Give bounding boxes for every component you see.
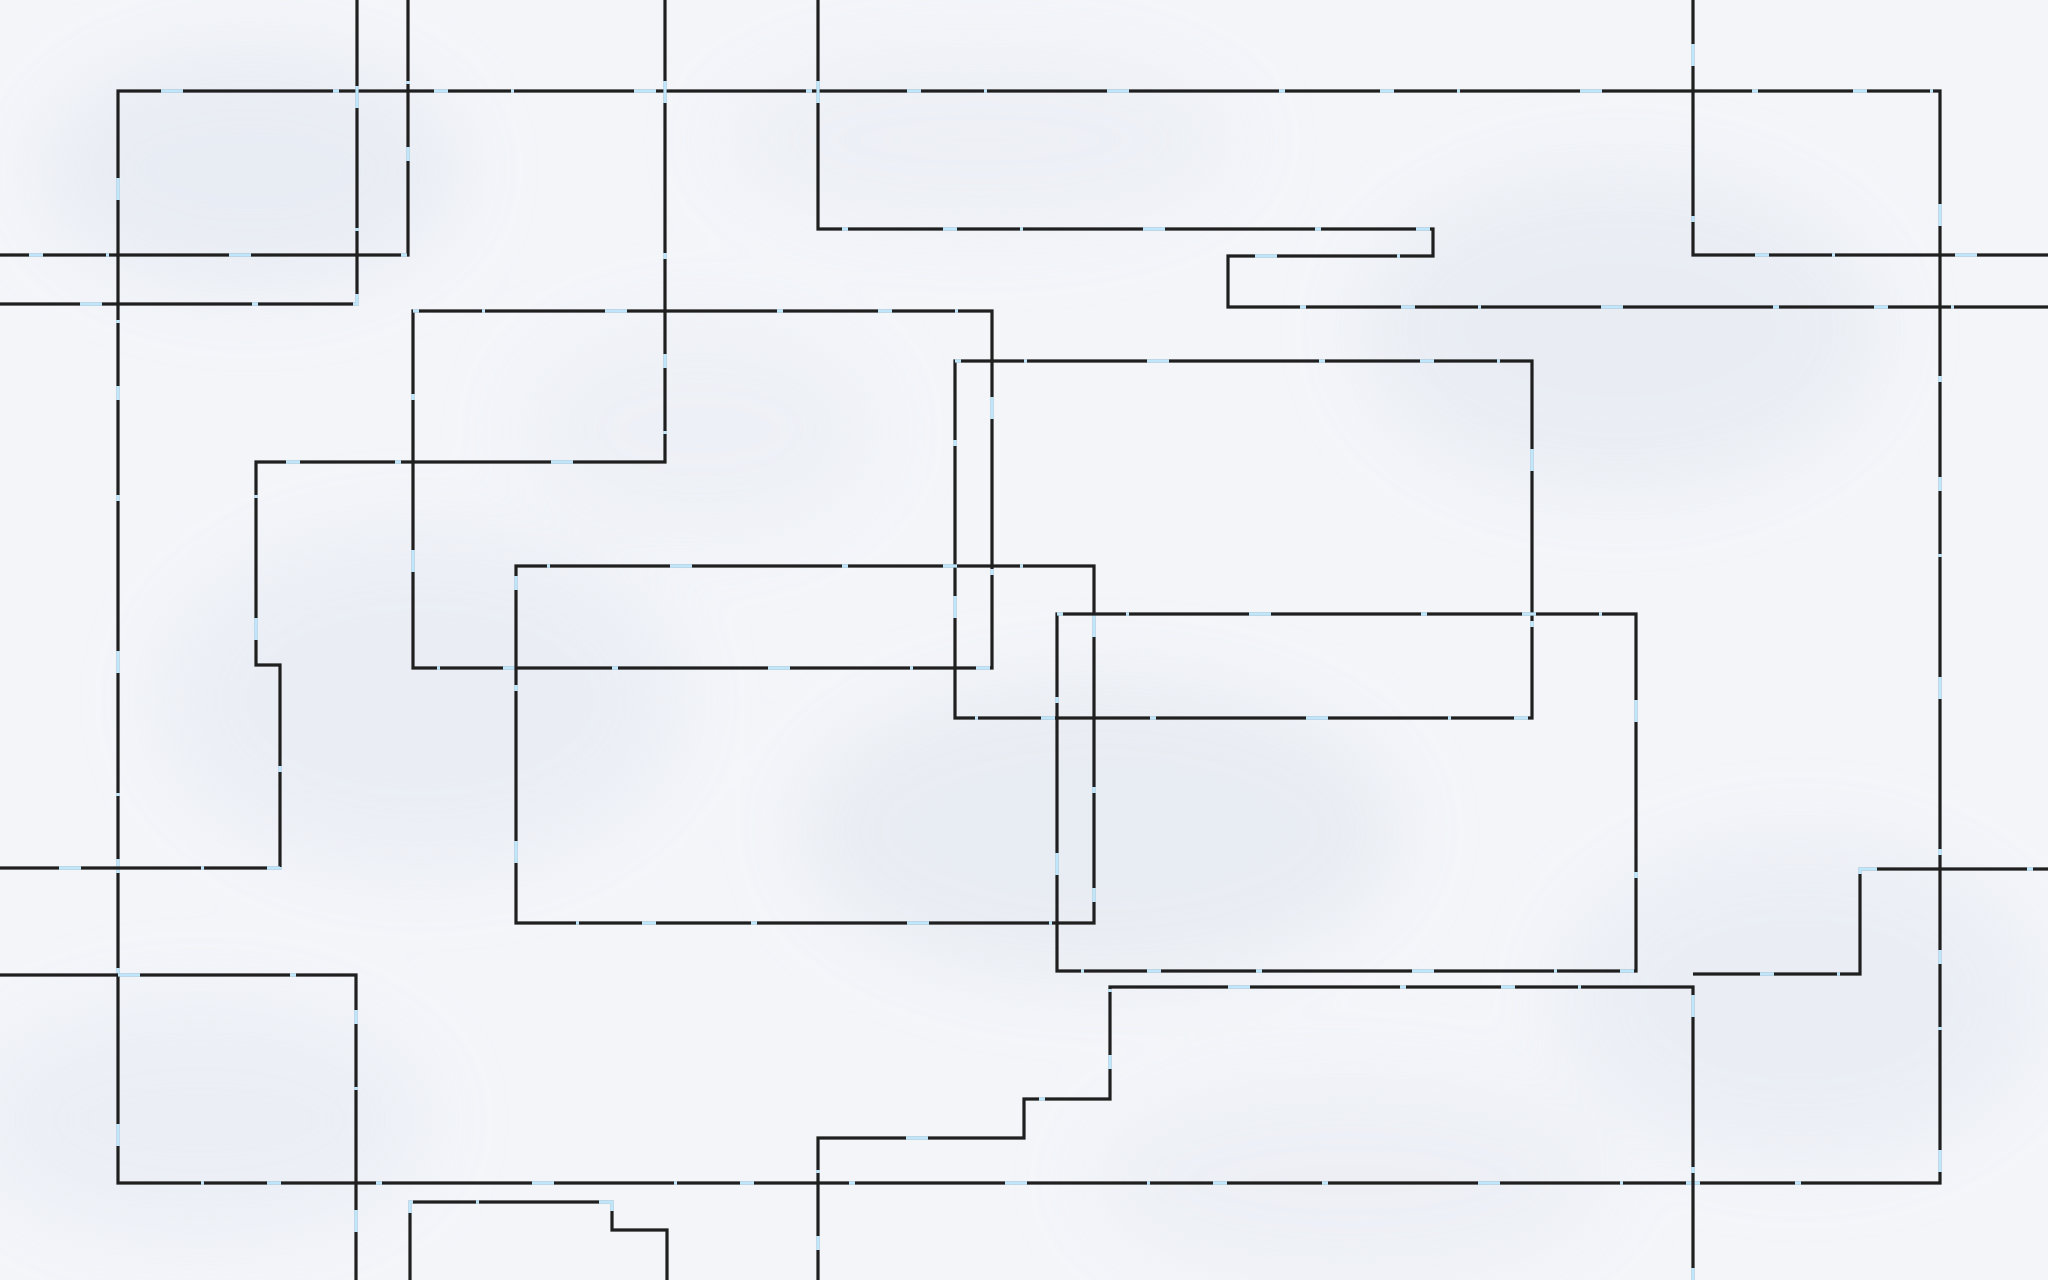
bottom-center-step-path	[816, 985, 1695, 1280]
bottom-right-step-path	[1693, 867, 2048, 976]
center-rect	[514, 564, 1096, 925]
bottom-small-step-path	[408, 1200, 669, 1280]
background-clouds	[0, 50, 2040, 1280]
bottom-left-l-shape-accent-dashes	[0, 973, 358, 1280]
top-left-l-shape	[0, 0, 410, 257]
center-right-rect	[1055, 612, 1638, 973]
upper-middle-rect	[411, 309, 994, 670]
upper-left-rect-path-accent-dashes	[0, 0, 667, 870]
right-middle-rect-accent-dashes	[953, 359, 1534, 720]
top-right-corner-path	[1691, 0, 2048, 257]
top-left-hook-accent-dashes	[0, 0, 359, 306]
top-center-step-path	[816, 0, 2048, 309]
big-frame-rect	[116, 89, 1942, 1185]
